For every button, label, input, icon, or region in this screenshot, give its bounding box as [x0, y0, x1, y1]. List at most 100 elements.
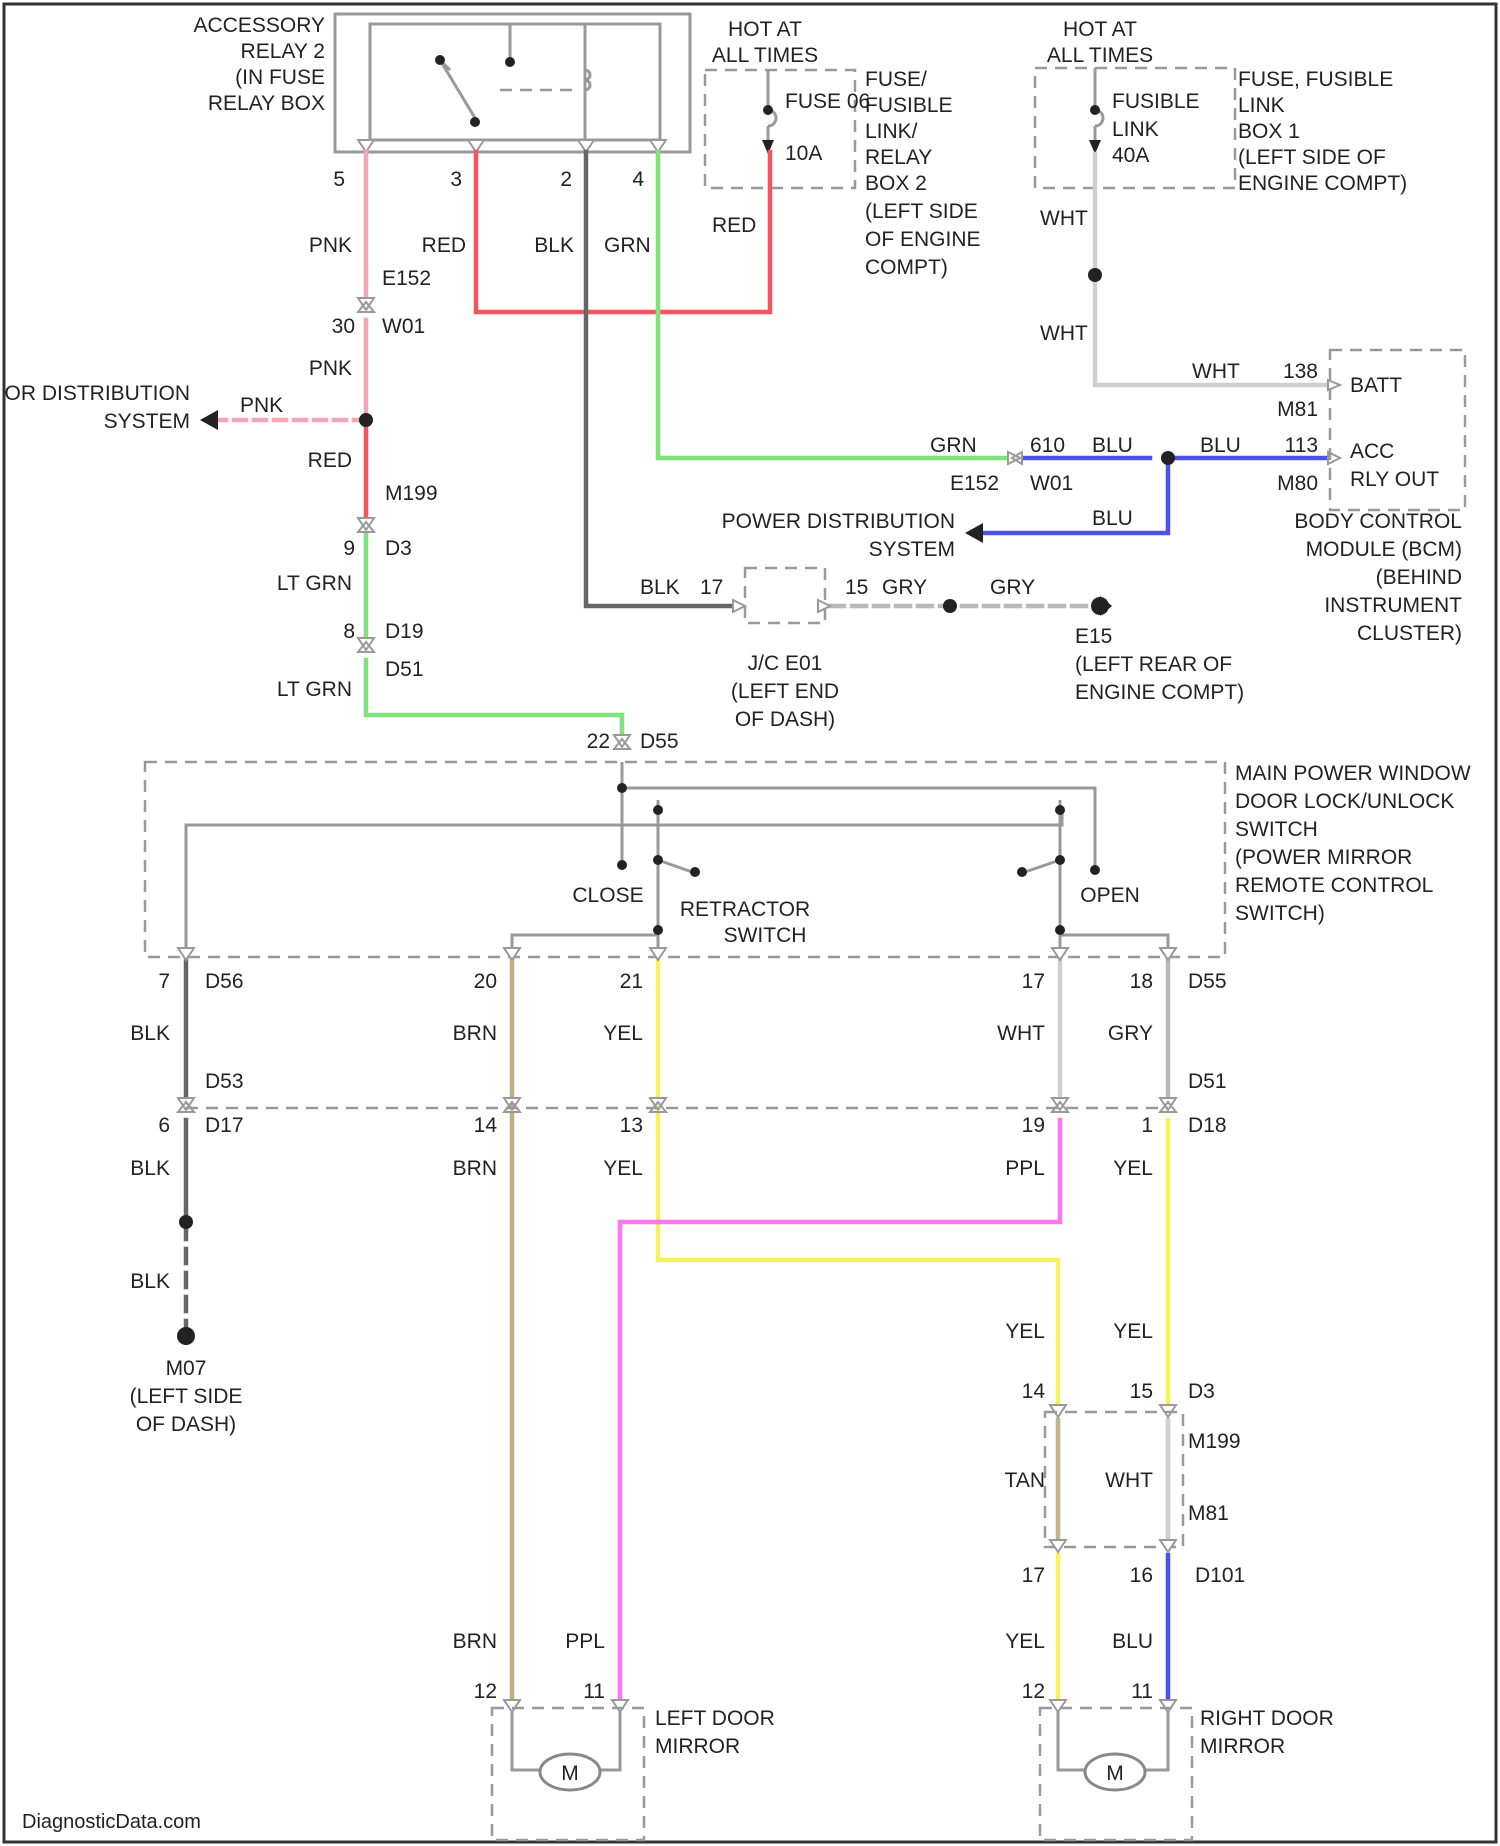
lbl-blu1: BLU [1092, 434, 1133, 457]
lbl-pin17-low: 17 [1022, 970, 1045, 993]
lbl-d18: D18 [1188, 1114, 1227, 1137]
relay-name-line2: RELAY 2 [241, 40, 325, 63]
lbl-wht-top: WHT [1040, 207, 1088, 230]
fuse2-rating: 10A [785, 142, 822, 165]
lbl-d56: D56 [205, 970, 244, 993]
lbl-e152-bcm: E152 [950, 472, 999, 495]
left-mirror-label-1: LEFT DOOR [655, 1707, 775, 1730]
lbl-m199-low: M199 [1188, 1430, 1241, 1453]
fuse2-loc-5: BOX 2 [865, 172, 927, 195]
blu-dist-arrow [965, 523, 983, 543]
main-power-window-switch: 22 D55 MAIN POWER WINDOW DOOR LOCK/UNLOC… [145, 730, 1471, 960]
lbl-w01: W01 [382, 315, 425, 338]
fuse2-hot-line1: HOT AT [728, 18, 802, 41]
joint-connector: BLK 17 15 GRY GRY J/C E01 (LEFT END OF D… [640, 568, 1244, 731]
lbl-brn2: BRN [453, 1157, 497, 1180]
lbl-pin7: 7 [158, 970, 170, 993]
wire-grn-bcm [658, 152, 1010, 458]
lbl-m81-low: M81 [1188, 1502, 1229, 1525]
switch-label-1: MAIN POWER WINDOW [1235, 762, 1471, 785]
lbl-retractor-2: SWITCH [724, 924, 807, 947]
watermark: DiagnosticData.com [22, 1811, 201, 1833]
fuse1-rating: 40A [1112, 144, 1149, 167]
lbl-blk3: BLK [130, 1270, 170, 1293]
ground-m07-1: M07 [166, 1357, 207, 1380]
lbl-pin138: 138 [1283, 360, 1318, 383]
lbl-power-dist-1: POWER DISTRIBUTION [722, 510, 955, 533]
right-door-mirror: M RIGHT DOOR MIRROR [1040, 1700, 1334, 1840]
lbl-close: CLOSE [572, 884, 643, 907]
lbl-pin14b: 14 [1022, 1380, 1046, 1403]
fuse2-loc-3: LINK/ [865, 120, 918, 143]
lbl-pin6: 6 [158, 1114, 170, 1137]
fuse1-link-line1: FUSIBLE [1112, 90, 1200, 113]
left-mirror-label-2: MIRROR [655, 1735, 740, 1758]
fuse1-hot-line2: ALL TIMES [1047, 44, 1153, 67]
left-motor-symbol: M [561, 1762, 579, 1785]
fuse-box-1: HOT AT ALL TIMES FUSIBLE LINK 40A FUSE, … [1035, 18, 1407, 195]
fuse1-loc-2: LINK [1238, 94, 1285, 117]
lbl-pin17-jc: 17 [700, 576, 723, 599]
lbl-pin14: 14 [474, 1114, 498, 1137]
lbl-grn-bcm: GRN [930, 434, 977, 457]
bcm-label-2: MODULE (BCM) [1306, 538, 1462, 561]
lbl-d101: D101 [1195, 1564, 1245, 1587]
relay-pins [358, 140, 666, 152]
jc-label-1: J/C E01 [748, 652, 823, 675]
lbl-yel4: YEL [1005, 1320, 1045, 1343]
upper-left-labels: PNK RED BLK GRN RED E152 30 W01 PNK OR D… [4, 214, 756, 701]
lbl-m199: M199 [385, 482, 438, 505]
lbl-pin610: 610 [1030, 434, 1065, 457]
lbl-wht2: WHT [1105, 1469, 1153, 1492]
jc-label-3: OF DASH) [735, 708, 835, 731]
lbl-pin22: 22 [587, 730, 610, 753]
lbl-pin11b: 11 [1131, 1680, 1153, 1703]
lbl-pin15-jc: 15 [845, 576, 868, 599]
relay-pin-4: 4 [632, 168, 644, 191]
fuse1-loc-4: (LEFT SIDE OF [1238, 146, 1386, 169]
relay-pin-3: 3 [450, 168, 462, 191]
lbl-d53: D53 [205, 1070, 244, 1093]
lbl-red: RED [422, 234, 466, 257]
lbl-blk2: BLK [130, 1157, 170, 1180]
lbl-d55-low: D55 [1188, 970, 1227, 993]
lbl-pin11: 11 [583, 1680, 605, 1703]
lbl-pin13: 13 [620, 1114, 643, 1137]
connectors [177, 268, 1340, 1345]
lbl-pnk2: PNK [309, 357, 352, 380]
lbl-pnk: PNK [309, 234, 352, 257]
relay-name-line1: ACCESSORY [194, 14, 326, 37]
lbl-m80: M80 [1277, 472, 1318, 495]
lbl-d51-low: D51 [1188, 1070, 1227, 1093]
lbl-brn3: BRN [453, 1630, 497, 1653]
lbl-ltgrn2: LT GRN [277, 678, 352, 701]
lbl-yel3: YEL [1113, 1157, 1153, 1180]
wire-ppl-left [620, 1120, 1060, 1700]
fuse1-loc-1: FUSE, FUSIBLE [1238, 68, 1393, 91]
lbl-blk-low: BLK [130, 1022, 170, 1045]
lbl-blk: BLK [534, 234, 574, 257]
lbl-ppl: PPL [1005, 1157, 1045, 1180]
lbl-brn: BRN [453, 1022, 497, 1045]
bcm-label-5: CLUSTER) [1357, 622, 1462, 645]
fuse2-loc-6: (LEFT SIDE [865, 200, 978, 223]
bcm-label-3: (BEHIND [1376, 566, 1462, 589]
lbl-yel5: YEL [1113, 1320, 1153, 1343]
relay-name-line4: RELAY BOX [208, 92, 325, 115]
lbl-e152: E152 [382, 267, 431, 290]
lbl-yel6: YEL [1005, 1630, 1045, 1653]
lbl-red2: RED [712, 214, 756, 237]
lbl-d55-top: D55 [640, 730, 679, 753]
lbl-rly-out: RLY OUT [1350, 468, 1439, 491]
relay-pin-5: 5 [333, 168, 345, 191]
lbl-ppl2: PPL [565, 1630, 605, 1653]
lbl-d19: D19 [385, 620, 424, 643]
lbl-retractor-1: RETRACTOR [680, 898, 810, 921]
left-door-mirror: M LEFT DOOR MIRROR [492, 1700, 775, 1840]
lbl-pin8: 8 [343, 620, 355, 643]
fuse-box-2: HOT AT ALL TIMES FUSE 06 10A FUSE/ FUSIB… [705, 18, 981, 279]
lbl-acc: ACC [1350, 440, 1394, 463]
lbl-blu3: BLU [1092, 507, 1133, 530]
lbl-wht-mid: WHT [1040, 322, 1088, 345]
